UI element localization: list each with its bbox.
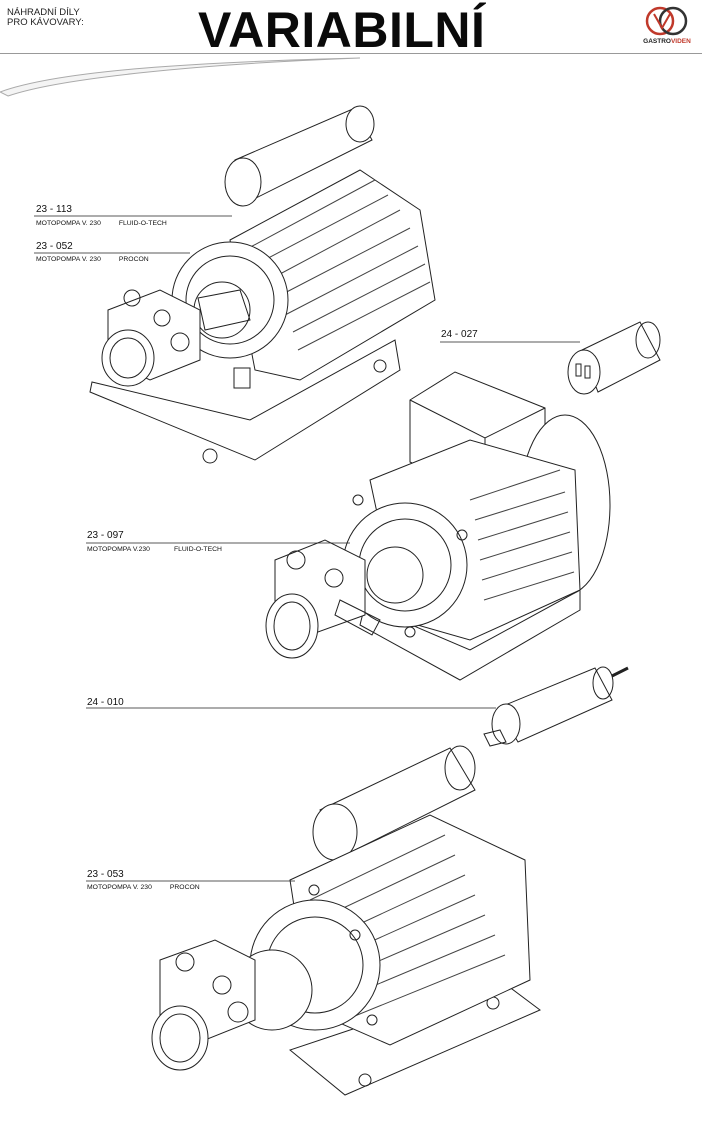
header-swoosh (0, 57, 361, 97)
page-title: VARIABILNÍ (198, 2, 486, 58)
capacitor-24-010 (483, 666, 629, 747)
part-code-23-113: 23 - 113 (36, 204, 72, 215)
part-desc-text: MOTOPOMPA V. 230 (36, 220, 101, 227)
subtitle-line2: PRO KÁVOVARY: (7, 17, 84, 28)
logo-text-a: GASTRO (643, 38, 671, 45)
part-maker-text: FLUID-O-TECH (173, 546, 222, 553)
motor-23-097 (265, 371, 611, 681)
part-maker-text: PROCON (118, 256, 149, 263)
motor-23-113 (89, 105, 436, 464)
part-maker-text: FLUID-O-TECH (118, 220, 167, 227)
logo-text: GASTROVIDEN (640, 38, 694, 45)
motor-23-053 (151, 745, 541, 1096)
part-code-23-053: 23 - 053 (87, 869, 124, 880)
gastroviden-logo: GASTROVIDEN (640, 4, 694, 48)
part-desc-23-053: MOTOPOMPA V. 230 PROCON (87, 884, 200, 891)
capacitor-24-027 (567, 321, 661, 395)
part-code-23-097: 23 - 097 (87, 530, 124, 541)
part-desc-text: MOTOPOMPA V. 230 (36, 256, 101, 263)
part-desc-text: MOTOPOMPA V. 230 (87, 884, 152, 891)
part-code-24-010: 24 - 010 (87, 697, 124, 708)
logo-rings-icon (645, 6, 688, 36)
header-rule (0, 53, 702, 54)
logo-text-b: VIDEN (670, 38, 691, 45)
part-code-24-027: 24 - 027 (441, 329, 478, 340)
leader-lines (34, 215, 580, 882)
part-desc-23-052: MOTOPOMPA V. 230 PROCON (36, 256, 149, 263)
part-desc-23-113: MOTOPOMPA V. 230 FLUID-O-TECH (36, 220, 167, 227)
part-code-23-052: 23 - 052 (36, 241, 73, 252)
part-desc-text: MOTOPOMPA V.230 (87, 546, 150, 553)
part-desc-23-097: MOTOPOMPA V.230 FLUID-O-TECH (87, 546, 222, 553)
part-maker-text: PROCON (169, 884, 200, 891)
subtitle-line1: NÁHRADNÍ DÍLY (7, 7, 80, 18)
header-subtitle: NÁHRADNÍ DÍLY PRO KÁVOVARY: (7, 8, 84, 28)
